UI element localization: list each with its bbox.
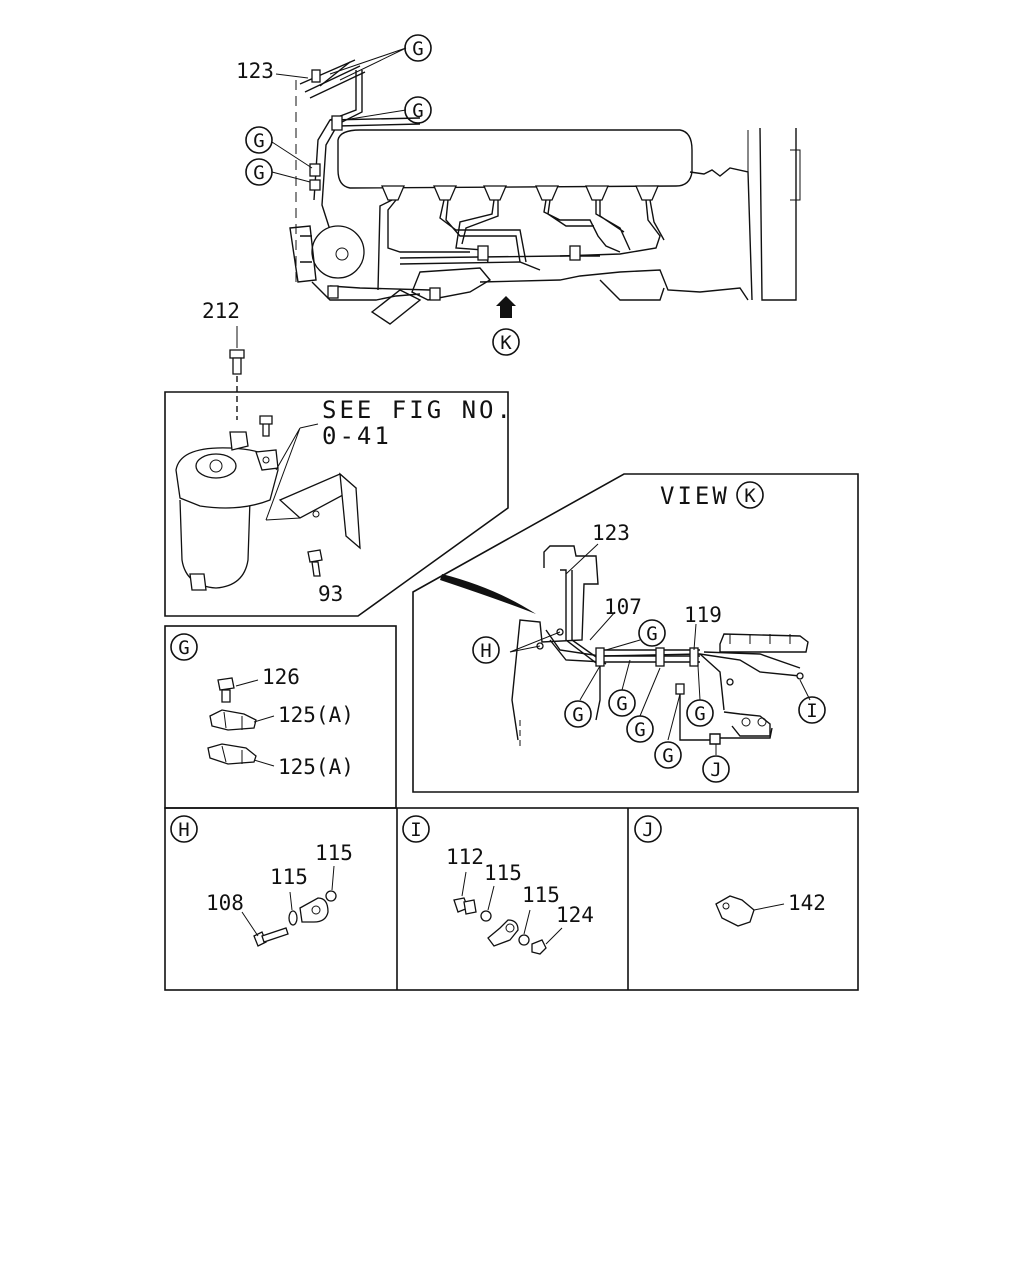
callout-i-view: I xyxy=(798,696,826,724)
svg-text:G: G xyxy=(634,719,645,741)
svg-text:G: G xyxy=(694,703,705,725)
label-108: 108 xyxy=(206,891,244,915)
callout-i-detail: I xyxy=(402,815,430,843)
label-124: 124 xyxy=(556,903,594,927)
clamp-125a-lower xyxy=(207,743,275,767)
callout-g-top-4: G xyxy=(245,158,273,186)
label-125a-lower: 125(A) xyxy=(278,755,354,779)
svg-text:G: G xyxy=(646,623,657,645)
label-126: 126 xyxy=(262,665,300,689)
label-125a-upper: 125(A) xyxy=(278,703,354,727)
bolt-126 xyxy=(217,677,259,703)
engine-top-view xyxy=(271,47,801,325)
callout-h-view: H xyxy=(472,636,500,664)
svg-text:G: G xyxy=(662,745,673,767)
detail-i-parts xyxy=(453,871,563,955)
view-k-arrow xyxy=(496,296,516,318)
svg-text:H: H xyxy=(480,640,491,662)
detail-dividers xyxy=(396,808,629,990)
svg-text:K: K xyxy=(500,332,512,354)
svg-text:J: J xyxy=(642,819,653,841)
callout-g-detail: G xyxy=(170,633,198,661)
label-115-h-left: 115 xyxy=(270,865,308,889)
svg-text:I: I xyxy=(806,700,817,722)
callout-g-view-3: G xyxy=(608,689,636,717)
callout-j-view: J xyxy=(702,755,730,783)
callout-g-view-1: G xyxy=(638,619,666,647)
view-label-119: 119 xyxy=(684,603,722,627)
filter-panel-frame xyxy=(164,391,509,617)
callout-g-top-1: G xyxy=(404,34,432,62)
detail-h-parts xyxy=(241,865,337,947)
svg-text:G: G xyxy=(572,704,583,726)
view-k-pointer xyxy=(440,574,536,614)
svg-text:J: J xyxy=(710,759,721,781)
view-k-panel-frame xyxy=(412,473,859,793)
svg-text:G: G xyxy=(253,130,264,152)
callout-h-detail: H xyxy=(170,815,198,843)
callout-j-detail: J xyxy=(634,815,662,843)
svg-text:G: G xyxy=(178,637,189,659)
svg-text:G: G xyxy=(616,693,627,715)
label-112: 112 xyxy=(446,845,484,869)
svg-text:G: G xyxy=(412,38,423,60)
label-123-top: 123 xyxy=(236,59,274,83)
label-142: 142 xyxy=(788,891,826,915)
clamp-142 xyxy=(715,895,785,927)
callout-g-top-2: G xyxy=(404,96,432,124)
view-k-label: VIEW xyxy=(660,482,730,510)
label-93: 93 xyxy=(318,582,343,606)
label-115-h-right: 115 xyxy=(315,841,353,865)
bolt-93 xyxy=(307,549,323,577)
callout-g-top-3: G xyxy=(245,126,273,154)
view-label-107: 107 xyxy=(604,595,642,619)
callout-g-view-6: G xyxy=(654,741,682,769)
label-115-i-left: 115 xyxy=(484,861,522,885)
label-115-i-right: 115 xyxy=(522,883,560,907)
callout-g-view-2: G xyxy=(564,700,592,728)
svg-text:I: I xyxy=(410,819,421,841)
svg-text:G: G xyxy=(412,100,423,122)
clamp-125a-upper xyxy=(209,709,275,731)
svg-text:G: G xyxy=(253,162,264,184)
callout-g-view-5: G xyxy=(686,699,714,727)
label-212: 212 xyxy=(202,299,240,323)
svg-text:K: K xyxy=(744,485,756,507)
view-k-drawing xyxy=(509,543,811,755)
bolt-212 xyxy=(229,326,245,375)
callout-g-view-4: G xyxy=(626,715,654,743)
fuel-filter-assembly xyxy=(175,415,361,591)
svg-text:H: H xyxy=(178,819,189,841)
callout-k-view: K xyxy=(736,481,764,509)
callout-k-arrow: K xyxy=(492,328,520,356)
see-fig-label: SEE FIG NO. xyxy=(322,396,514,424)
see-fig-number: 0-41 xyxy=(322,422,392,450)
view-label-123: 123 xyxy=(592,521,630,545)
detail-hij-frame xyxy=(164,807,859,991)
